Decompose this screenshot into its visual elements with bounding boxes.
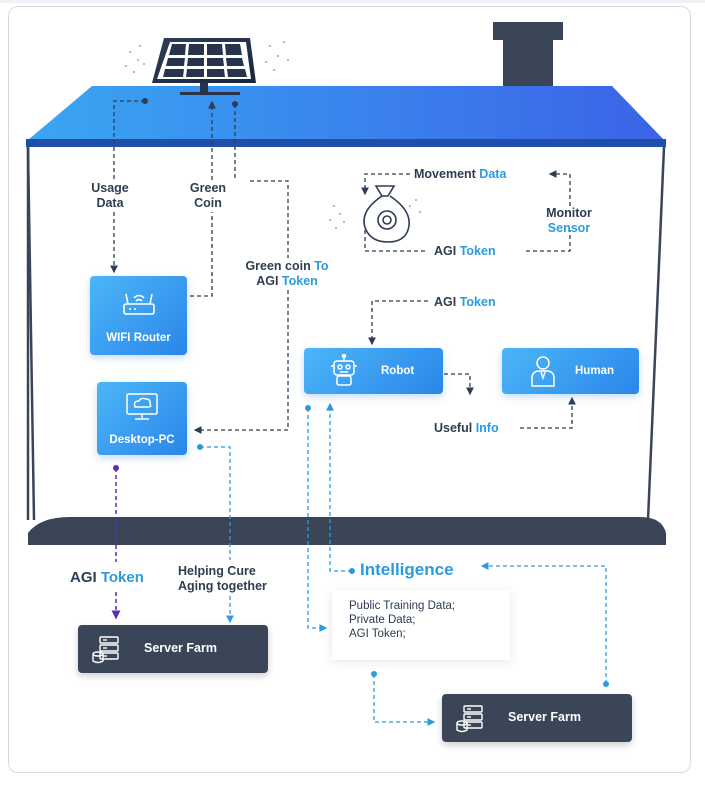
human-icon xyxy=(531,356,555,387)
robot-card[interactable]: Robot xyxy=(304,348,443,394)
solar-panel-icon xyxy=(125,38,289,95)
server-farm-right-card[interactable]: Server Farm xyxy=(442,694,632,742)
house-base xyxy=(28,517,666,545)
useful-info-label: Useful Info xyxy=(434,421,499,435)
desktop-cloud-icon xyxy=(126,393,158,420)
movement-data-label: Movement Data xyxy=(414,167,507,181)
training-data-box: Public Training Data; Private Data; AGI … xyxy=(332,590,510,660)
robot-label: Robot xyxy=(381,365,415,377)
data-box-line: Public Training Data; xyxy=(349,600,456,612)
roof-edge xyxy=(26,139,666,147)
agi-token-loop-label: AGI Token xyxy=(434,244,496,258)
robot-icon xyxy=(331,354,357,386)
server-icon xyxy=(92,636,119,664)
top-rule xyxy=(0,0,705,3)
green-coin-to-agi-label: Green coin To AGI Token xyxy=(245,259,329,288)
intelligence-label: Intelligence xyxy=(360,560,454,579)
data-box-line: AGI Token; xyxy=(349,628,406,640)
data-box-line: Private Data; xyxy=(349,614,416,626)
agi-token-bottom-label: AGI Token xyxy=(70,569,144,586)
server-farm-left-label: Server Farm xyxy=(144,641,217,655)
wifi-router-card[interactable]: WIFI Router xyxy=(90,276,187,355)
chimney-icon xyxy=(493,22,563,88)
server-farm-left-card[interactable]: Server Farm xyxy=(78,625,268,673)
server-icon xyxy=(456,705,483,733)
router-icon xyxy=(123,293,155,315)
human-card[interactable]: Human xyxy=(502,348,639,394)
human-label: Human xyxy=(575,365,614,377)
server-farm-right-label: Server Farm xyxy=(508,710,581,724)
desktop-pc-label: Desktop-PC xyxy=(109,434,175,446)
agi-token-robot-label: AGI Token xyxy=(434,295,496,309)
wifi-router-label: WIFI Router xyxy=(106,332,171,344)
desktop-pc-card[interactable]: Desktop-PC xyxy=(97,382,187,455)
roof xyxy=(28,86,664,140)
gear-bag-icon xyxy=(329,185,421,243)
